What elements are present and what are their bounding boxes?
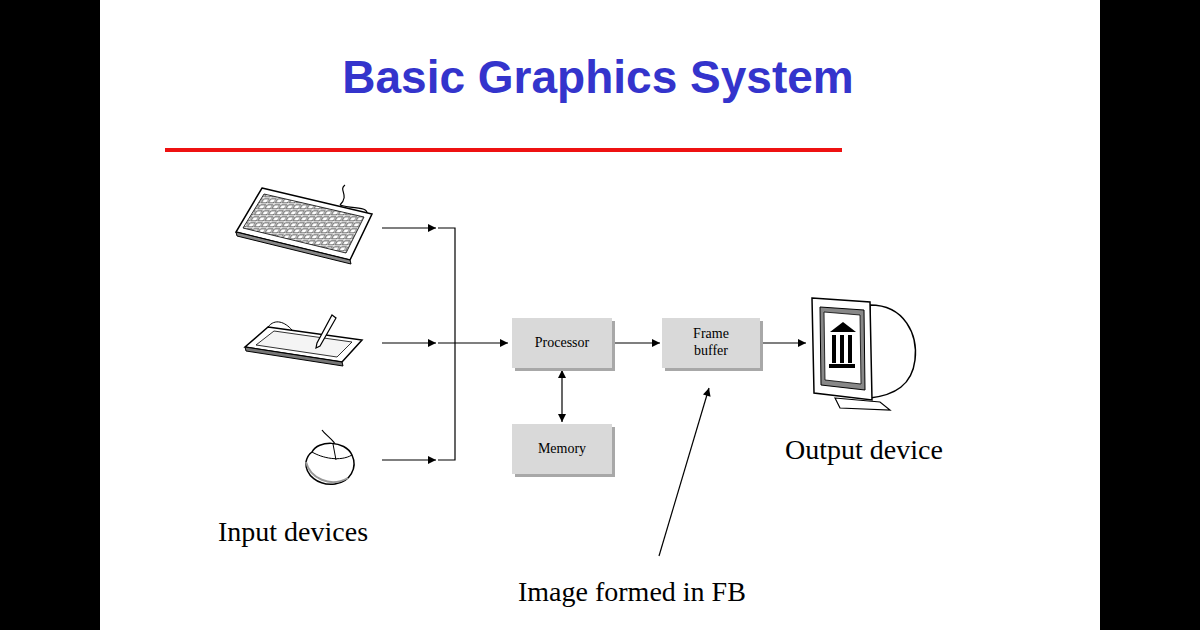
connector-arrow	[561, 370, 562, 422]
process-box: Memory	[512, 424, 612, 474]
process-box: Processor	[512, 318, 612, 368]
slide-title: Basic Graphics System	[342, 50, 853, 104]
box-label: Processor	[535, 335, 589, 352]
diagram-label: Input devices	[218, 516, 368, 548]
title-rule	[165, 148, 842, 152]
input-wires	[382, 228, 806, 556]
monitor-icon	[812, 298, 915, 410]
connector-arrow	[614, 342, 660, 343]
box-label: Frame buffer	[681, 326, 741, 360]
box-label: Memory	[538, 441, 586, 458]
diagram-label: Image formed in FB	[518, 576, 746, 608]
diagram-label: Output device	[785, 434, 943, 466]
process-box: Frame buffer	[662, 318, 760, 368]
tablet-icon	[245, 315, 362, 366]
keyboard-icon	[236, 185, 372, 264]
mouse-icon	[306, 430, 354, 484]
